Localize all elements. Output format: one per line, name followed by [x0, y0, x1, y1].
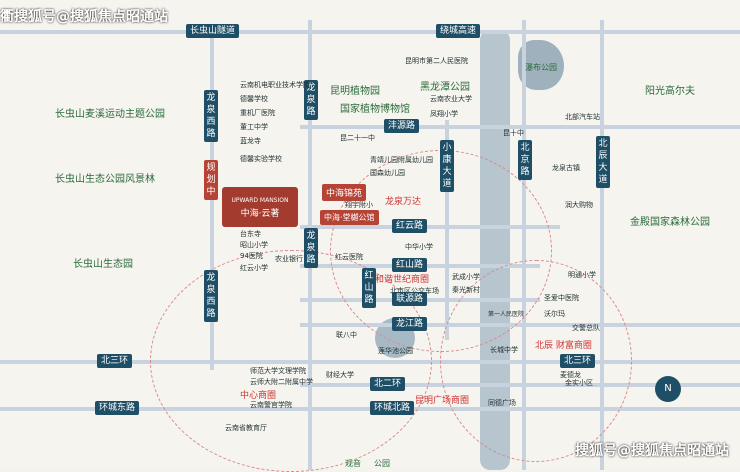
label-guihua: 规划中 [204, 160, 218, 200]
label-huancheng-north: 环城北路 [370, 401, 415, 415]
poi-yunnan-archives: 云南省教育厅 [225, 424, 267, 432]
poi-jinding: 公园 [374, 459, 390, 468]
poi-kunming-bank: 交警总队 [572, 324, 600, 332]
poi-yunda-fujun: 云师大附二附属中学 [250, 378, 313, 386]
area-center-station: 中心商圈 [240, 391, 277, 401]
poi-changcheng: 长城中学 [490, 346, 518, 354]
poi-first-hospital: 昆明市第二人民医院 [405, 57, 468, 65]
label-longquan-west-2: 龙泉西路 [204, 270, 218, 322]
poi-lianda: 联八中 [336, 331, 357, 339]
poi-wuchen: 武成小学 [452, 273, 480, 281]
poi-panlong-school: 翔宇附小 [345, 201, 373, 209]
road-fengyuan [300, 125, 740, 129]
watermark-top-left: 衢搜狐号@搜狐焦点昭通站 [0, 9, 168, 25]
poi-beishi-park: 北市区公交车场 [390, 287, 439, 295]
poi-runcheng: 润大购物 [565, 201, 593, 209]
label-changchong: 长虫山隧道 [186, 24, 240, 38]
poi-mingtong: 明通小学 [568, 271, 596, 279]
label-ring-road: 绕城高速 [436, 24, 481, 38]
park-national-museum: 国家植物博物馆 [340, 104, 410, 115]
poi-xiaoxue-5: 蓝龙寺 [240, 137, 261, 145]
poi-fifth-hospital: 第一人民医院 [488, 311, 525, 318]
label-longquan-2: 龙泉路 [304, 228, 318, 268]
label-longquan-1: 龙泉路 [304, 80, 318, 120]
poi-hongyun-school: 红云小学 [240, 264, 268, 272]
park-yangguang: 阳光高尔夫 [645, 86, 695, 97]
circle-right [440, 260, 632, 462]
label-huancheng-east: 环城东路 [95, 401, 140, 415]
road-changchong [0, 30, 740, 34]
label-hongshan-v: 红山路 [362, 268, 376, 308]
label-beijing: 北京路 [518, 140, 532, 180]
poi-xiaoxue-2: 德馨学校 [240, 95, 268, 103]
poi-longhu-mall: 同德广场 [488, 399, 516, 407]
park-jindian: 金殿国家森林公园 [630, 217, 710, 228]
road-beichen [600, 20, 604, 470]
poi-kezhong: 中华小学 [405, 243, 433, 251]
poi-xiaoxue-4: 董工中学 [240, 123, 268, 131]
poi-yunnan-agri: 云南农业大学 [430, 95, 472, 103]
badge-zhonghai-jinyuan: 中海锦苑 [322, 184, 367, 201]
label-hongyun: 红云路 [392, 219, 428, 233]
poi-yuqing: 青靖儿园附属幼儿园 [370, 156, 433, 164]
park-changchong-sports: 长虫山麦溪运动主题公园 [55, 109, 165, 120]
road-longquan-west [210, 30, 214, 370]
poi-hongyun-hospital: 红云医院 [335, 253, 363, 261]
poi-xiaoxue-1: 云南机电职业技术学院 [240, 81, 310, 89]
poi-woerma: 沃尔玛 [544, 310, 565, 318]
poi-xiaoxue-3: 重机厂医院 [240, 109, 275, 117]
poi-huayuan: 龙泉古镇 [552, 164, 580, 172]
badge-zhonghai-tangyue: 中海·堂樾公馆 [320, 210, 379, 225]
poi-shifan: 师范大学文理学院 [250, 367, 306, 375]
poi-yunnan-daxue: 财经大学 [326, 371, 354, 379]
poi-longquan-elem: 94医院 [240, 252, 263, 260]
label-longquan-west: 龙泉西路 [204, 90, 218, 142]
poi-ningpan: 农业银行 [275, 255, 303, 263]
project-name-cn: 中海·云著 [240, 209, 280, 219]
label-bei-sanhuan-right: 北三环 [560, 354, 596, 368]
poi-sanmei: 圣爱中医院 [544, 294, 579, 302]
park-pubu: 瀑布公园 [525, 63, 557, 72]
watermark-bottom-right: 搜狐号@搜狐焦点昭通站 [575, 443, 729, 459]
poi-xiaoxue-6: 德馨实验学校 [240, 155, 282, 163]
label-fengyuan: 沣源路 [384, 119, 420, 133]
area-longquan-wanda: 龙泉万达 [385, 197, 422, 207]
poi-cuihu: 昭山小学 [240, 241, 268, 249]
label-xiaokang: 小康大道 [440, 140, 454, 192]
park-kunming-botanical: 昆明植物园 [330, 86, 380, 97]
label-longjiang: 龙江路 [392, 317, 428, 331]
park-heilongtan: 黑龙潭公园 [420, 82, 470, 93]
poi-bus-station: 北部汽车站 [565, 113, 600, 121]
area-beichen-center: 北辰 财富商圈 [535, 341, 592, 351]
project-name-en: UPWARD MANSION [231, 197, 289, 204]
park-changchong-ecopark: 长虫山生态园 [73, 259, 133, 270]
poi-jinshi: 金实小区 [565, 379, 593, 387]
label-lianyuan: 联源路 [392, 292, 428, 306]
poi-jiuyi: 莲华池公园 [378, 347, 413, 355]
poi-maidelong: 麦德龙 [560, 371, 581, 379]
park-changchong-eco: 长虫山生态公园风景林 [55, 174, 155, 185]
compass-icon: N [655, 376, 681, 402]
label-bei-erhuan: 北二环 [370, 377, 406, 391]
poi-beishi-yy: 秦光新村 [452, 286, 480, 294]
label-bei-sanhuan-left: 北三环 [97, 354, 133, 368]
poi-chinese-school: 凤翔小学 [430, 110, 458, 118]
label-beichen: 北辰大道 [596, 136, 610, 188]
poi-taidong: 台东寺 [240, 230, 261, 238]
project-card[interactable]: UPWARD MANSION 中海·云著 [222, 187, 298, 227]
poi-guanshan: 观音 [345, 459, 361, 468]
poi-guodian: 国森幼儿园 [370, 169, 405, 177]
label-hongshan: 红山路 [392, 258, 428, 272]
area-lotus-center: 和谐世纪商圈 [375, 275, 430, 285]
area-kunming-plaza: 昆明广场商圈 [415, 396, 470, 406]
poi-yunnan-police: 云南警官学院 [250, 401, 292, 409]
poi-sanhe: 昆十中 [503, 129, 524, 137]
poi-zhongxue-11: 昆二十一中 [340, 134, 375, 142]
